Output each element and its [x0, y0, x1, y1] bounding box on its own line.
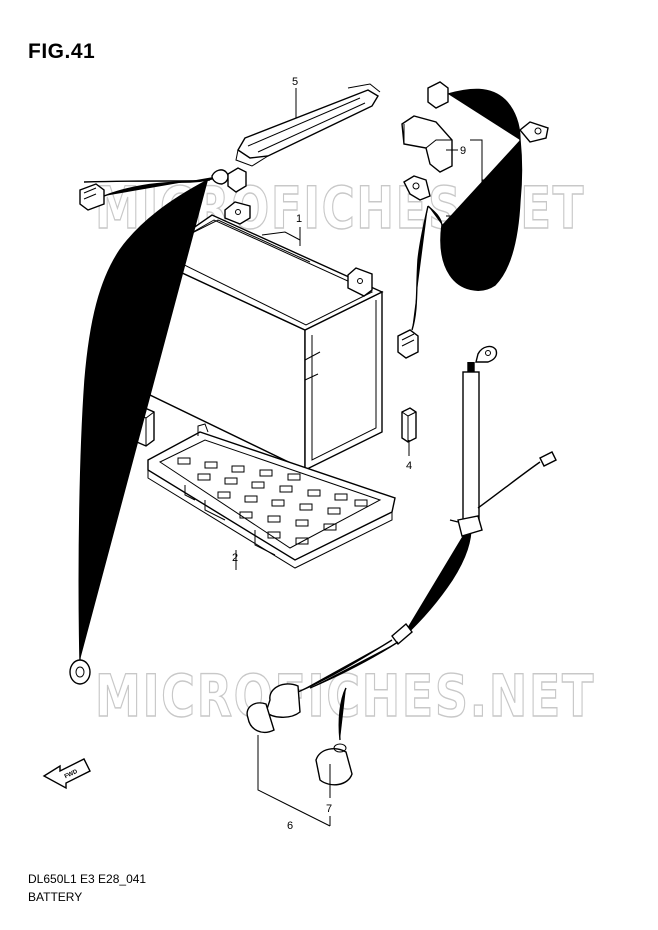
- callout-6: 6: [287, 820, 293, 832]
- leader-lines: [100, 88, 490, 827]
- callout-2: 2: [232, 552, 238, 564]
- battery: [148, 201, 384, 472]
- tray-grid: [177, 457, 368, 545]
- small-pad: [401, 407, 417, 443]
- callout-5: 5: [292, 76, 298, 88]
- callout-9: 9: [460, 145, 466, 157]
- callout-8: 8: [492, 175, 498, 187]
- figure-name: BATTERY: [28, 890, 83, 904]
- positive-lead: [397, 81, 549, 359]
- fwd-label: FWD: [64, 769, 80, 781]
- negative-lead: [246, 345, 557, 741]
- callout-10: 10: [114, 320, 126, 332]
- figure-title: FIG.41: [28, 40, 96, 63]
- battery-strap: [235, 83, 381, 167]
- callout-3: 3: [122, 452, 128, 464]
- callout-1: 1: [296, 213, 302, 225]
- callout-4: 4: [406, 460, 412, 472]
- callout-7: 7: [326, 803, 332, 815]
- terminal-cap: [315, 743, 353, 786]
- terminal-cover: [401, 115, 453, 173]
- battery-tray: [147, 423, 396, 569]
- fwd-arrow: FWD: [42, 758, 91, 790]
- figure-code: DL650L1 E3 E28_041: [28, 872, 147, 886]
- harness-lead: [69, 167, 247, 685]
